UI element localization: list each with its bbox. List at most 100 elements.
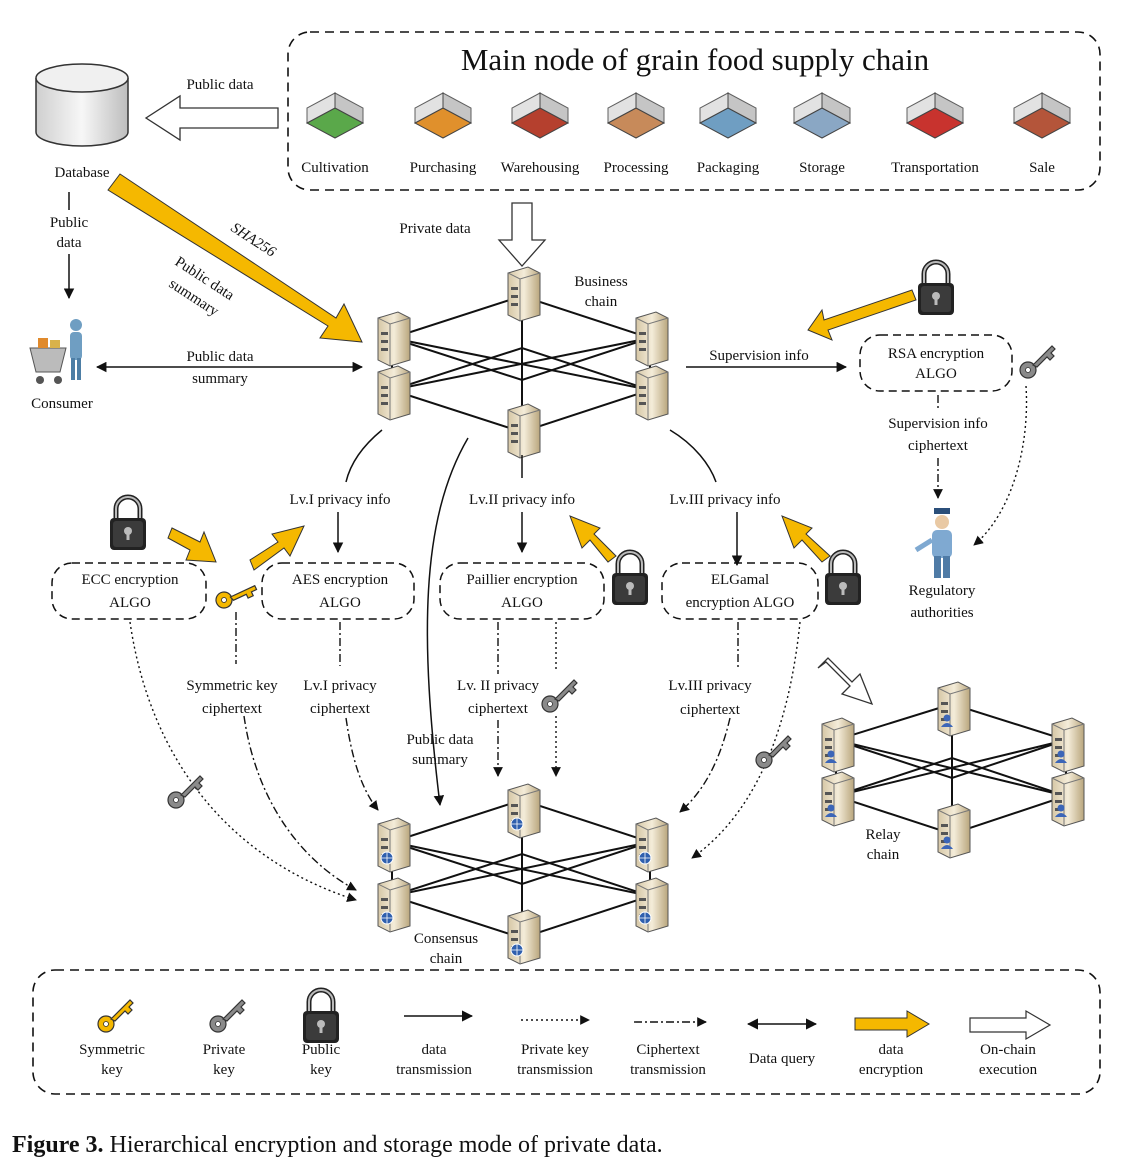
lv1-cipher-2: ciphertext — [310, 701, 371, 717]
elgamal-gold-arrow — [781, 515, 831, 563]
elgamal-public-key-lock-icon — [825, 552, 861, 605]
public-key-lock-legend-icon — [303, 990, 339, 1043]
relay-chain-label-1: Relay — [866, 827, 901, 843]
legend-frame — [32, 969, 1101, 1095]
truck-icon — [413, 92, 473, 139]
legend-label: key — [213, 1062, 235, 1078]
elgamal-private-key-icon — [755, 735, 792, 769]
lv3-cipher-transmission — [679, 717, 731, 813]
lv3-cipher-1: Lv.III privacy — [668, 678, 752, 694]
rsa-label-2: ALGO — [915, 366, 957, 382]
relay-hollow-arrow — [817, 657, 874, 706]
sym-key-cipher-1: Symmetric key — [186, 678, 278, 694]
lv1-info-label: Lv.I privacy info — [289, 492, 390, 508]
business-server-icon — [377, 365, 411, 421]
storehouse-icon — [792, 92, 852, 139]
rsa-private-key-icon — [1019, 345, 1056, 379]
symmetric-key-icon — [213, 574, 259, 618]
private-data-hollow-arrow — [497, 202, 547, 267]
sha256-gold-arrow — [107, 173, 363, 343]
lv2-cipher-1: Lv. II privacy — [457, 678, 539, 694]
public-data-top-label: Public data — [186, 77, 253, 93]
lv1-cipher-1: Lv.I privacy — [303, 678, 377, 694]
relay-server-icon — [1052, 718, 1084, 772]
relay-server-icon — [938, 804, 970, 858]
consensus-server-icon — [636, 878, 668, 932]
legend-hollow-arrow — [969, 1009, 1052, 1041]
consensus-server-icon — [508, 784, 540, 838]
stage-label: Cultivation — [301, 160, 369, 176]
caption-text: Hierarchical encryption and storage mode… — [104, 1132, 663, 1158]
relay-server-icon — [938, 682, 970, 736]
aes-label-2: ALGO — [319, 595, 361, 611]
consensus-chain-label-2: chain — [430, 951, 463, 967]
regulatory-label-2: authorities — [910, 605, 973, 621]
consensus-chain-label-1: Consensus — [414, 931, 478, 947]
ecc-private-key-transmission — [129, 621, 357, 902]
public-summary-bottom-1: Public data — [406, 732, 473, 748]
private-data-label: Private data — [399, 221, 471, 237]
relay-server-icon — [1052, 772, 1084, 826]
lv2-cipher-2: ciphertext — [468, 701, 529, 717]
elgamal-label-1: ELGamal — [711, 572, 769, 588]
field-icon — [305, 92, 365, 139]
elgamal-label-2: encryption ALGO — [686, 595, 795, 611]
business-server-icon — [635, 365, 669, 421]
consensus-server-icon — [378, 818, 410, 872]
regulatory-label-1: Regulatory — [909, 583, 976, 599]
sym-key-gold-arrow — [249, 525, 305, 571]
public-summary-mid-2: summary — [192, 371, 248, 387]
consumer-label: Consumer — [31, 396, 93, 412]
public-summary-mid-1: Public data — [186, 349, 253, 365]
private-key-legend-icon — [209, 999, 246, 1033]
supervision-cipher-2: ciphertext — [908, 438, 969, 454]
public-data-hollow-arrow — [144, 94, 279, 142]
consensus-server-icon — [636, 818, 668, 872]
shop-icon — [1012, 92, 1072, 139]
ecc-gold-arrow — [167, 527, 217, 563]
caption-label: Figure 3. — [12, 1132, 104, 1158]
rsa-gold-arrow — [807, 289, 917, 341]
public-summary-bottom-2: summary — [412, 752, 468, 768]
legend-label: On-chain — [980, 1042, 1036, 1058]
regulatory-officer-icon — [914, 508, 952, 578]
business-chain-label-1: Business — [574, 274, 628, 290]
stage-label: Sale — [1029, 160, 1055, 176]
legend-label: Public — [302, 1042, 341, 1058]
business-server-icon — [507, 403, 541, 459]
database-label: Database — [55, 165, 110, 181]
rsa-private-key-transmission — [973, 385, 1028, 546]
lv1-cipher-transmission — [345, 717, 379, 811]
legend-label: data — [879, 1042, 904, 1058]
ecc-label-1: ECC encryption — [81, 572, 179, 588]
packer-icon — [698, 92, 758, 139]
supply-chain-title: Main node of grain food supply chain — [461, 42, 930, 77]
symmetric-key-legend-icon — [97, 999, 134, 1033]
legend-label: Private key — [521, 1042, 589, 1058]
paillier-gold-arrow — [569, 515, 617, 563]
business-server-icon — [377, 311, 411, 367]
database-icon — [35, 63, 129, 147]
stage-label: Packaging — [697, 160, 760, 176]
aes-box — [261, 562, 415, 620]
rsa-box — [859, 334, 1013, 392]
lv3-curve — [669, 429, 717, 483]
legend-label: Private — [203, 1042, 246, 1058]
business-server-icon — [635, 311, 669, 367]
legend-label: data — [422, 1042, 447, 1058]
paillier-private-key-icon — [541, 679, 578, 713]
legend-label: transmission — [396, 1062, 472, 1078]
paillier-label-1: Paillier encryption — [466, 572, 578, 588]
legend-label: Data query — [749, 1051, 816, 1067]
ecc-box — [51, 562, 207, 620]
legend-label: key — [101, 1062, 123, 1078]
supervision-cipher-1: Supervision info — [888, 416, 988, 432]
factory-icon — [606, 92, 666, 139]
consensus-server-icon — [508, 910, 540, 964]
stage-label: Purchasing — [410, 160, 477, 176]
public-data-left-label-2: data — [57, 235, 82, 251]
stage-label: Warehousing — [501, 160, 580, 176]
consensus-server-icon — [378, 878, 410, 932]
